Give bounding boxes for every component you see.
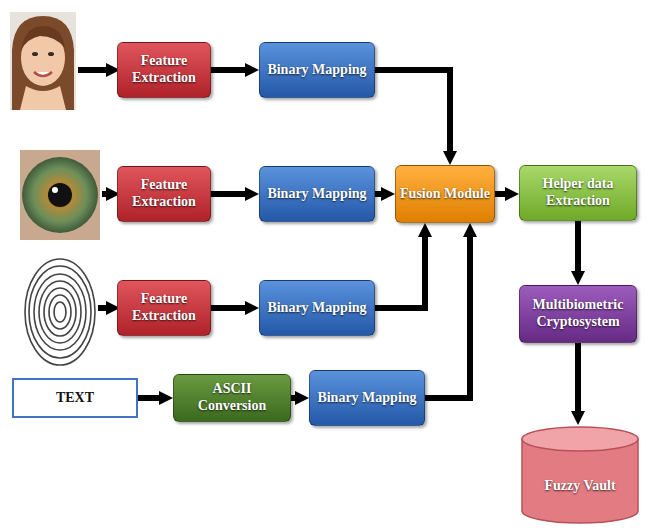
iris-image bbox=[20, 150, 100, 240]
process-box: Multibiometric Cryptosystem bbox=[519, 285, 637, 343]
flow-arrow bbox=[375, 70, 450, 155]
input-box: TEXT bbox=[12, 378, 138, 418]
process-box: Feature Extraction bbox=[117, 166, 211, 222]
flow-arrow bbox=[211, 67, 249, 73]
input-arrows bbox=[78, 70, 110, 308]
flow-arrow bbox=[495, 191, 509, 197]
process-box: Binary Mapping bbox=[259, 42, 375, 98]
flow-arrow bbox=[291, 395, 299, 401]
process-box: Fusion Module bbox=[395, 165, 495, 223]
process-box: Binary Mapping bbox=[259, 166, 375, 222]
process-box: Binary Mapping bbox=[309, 370, 425, 426]
node-label: Binary Mapping bbox=[313, 390, 420, 407]
node-label: Feature Extraction bbox=[118, 291, 210, 325]
node-label: Feature Extraction bbox=[118, 177, 210, 211]
flow-arrow bbox=[138, 395, 163, 401]
node-label: Fuzzy Vault bbox=[540, 478, 619, 495]
node-label: Binary Mapping bbox=[263, 62, 370, 79]
node-label: TEXT bbox=[52, 390, 98, 407]
fingerprint-image bbox=[25, 259, 95, 365]
flow-arrow bbox=[575, 221, 581, 275]
node-label: Binary Mapping bbox=[263, 300, 370, 317]
process-box: Feature Extraction bbox=[117, 42, 211, 98]
flow-arrow bbox=[211, 191, 249, 197]
cylinder-outline bbox=[520, 425, 640, 525]
process-box: ASCII Conversion bbox=[173, 374, 291, 422]
node-label: Multibiometric Cryptosystem bbox=[520, 297, 636, 331]
node-label: Binary Mapping bbox=[263, 186, 370, 203]
node-label: ASCII Conversion bbox=[174, 381, 290, 415]
node-label: Feature Extraction bbox=[118, 53, 210, 87]
flow-arrow bbox=[575, 343, 581, 415]
flow-arrow bbox=[375, 233, 425, 308]
face-image bbox=[10, 12, 76, 110]
process-box: Helper data Extraction bbox=[519, 165, 637, 221]
node-label: Helper data Extraction bbox=[520, 176, 636, 210]
flow-arrow bbox=[375, 191, 385, 197]
process-box: Binary Mapping bbox=[259, 280, 375, 336]
storage-cylinder: Fuzzy Vault bbox=[520, 425, 640, 525]
flow-arrow bbox=[211, 305, 249, 311]
node-label: Fusion Module bbox=[396, 186, 494, 203]
flow-arrow bbox=[425, 233, 470, 398]
process-box: Feature Extraction bbox=[117, 280, 211, 336]
